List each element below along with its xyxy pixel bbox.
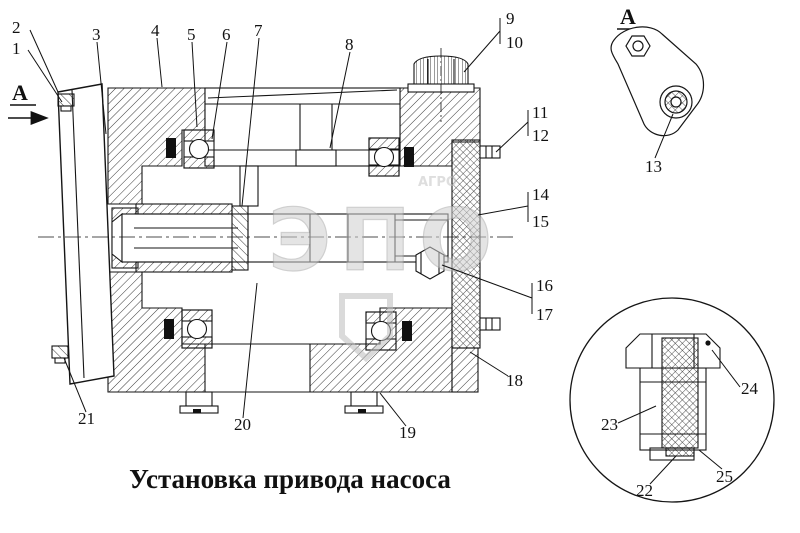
detail-a-label: А: [620, 4, 636, 29]
fitting-core-tip: [665, 447, 695, 457]
bracket-outline: [610, 26, 705, 137]
drawing-caption: Установка привода насоса: [129, 464, 451, 494]
shaft-hex-bolt: [415, 246, 445, 280]
stud-top: [479, 145, 501, 159]
bracket-port: [659, 85, 693, 119]
bearing-top-right: [368, 137, 400, 177]
callout-3: 3: [92, 25, 101, 44]
fitting-dot: [705, 340, 711, 346]
callout-18: 18: [506, 371, 523, 390]
callout-6: 6: [222, 25, 231, 44]
callout-21: 21: [78, 409, 95, 428]
callout-5: 5: [187, 25, 196, 44]
gear-hub: [239, 165, 259, 207]
callout-12: 12: [532, 126, 549, 145]
detail-circle-view: [569, 297, 775, 503]
callout-17: 17: [536, 305, 554, 324]
shaft-spline-bottom: [135, 261, 233, 273]
callout-2: 2: [12, 18, 21, 37]
shaft-collar: [231, 205, 249, 271]
bearing-top-left: [183, 129, 215, 169]
view-a-label: А: [12, 80, 28, 105]
watermark-small-text: АГРО: [418, 175, 457, 190]
callout-10: 10: [506, 33, 523, 52]
detail-view-a: А: [610, 4, 705, 137]
housing-section: [107, 87, 481, 393]
callout-23: 23: [601, 415, 618, 434]
top-hex-plug: [407, 48, 475, 122]
callout-14: 14: [532, 185, 550, 204]
callout-20: 20: [234, 415, 251, 434]
leader-lines: [27, 18, 741, 485]
callout-16: 16: [536, 276, 553, 295]
shaft-spline-top: [135, 203, 233, 215]
callout-7: 7: [254, 21, 263, 40]
callout-8: 8: [345, 35, 354, 54]
bracket-hex-nut: [625, 35, 651, 57]
mounting-feet: [179, 391, 384, 414]
callout-4: 4: [151, 21, 160, 40]
watermark: ЭПО АГРО: [267, 175, 500, 363]
callout-24: 24: [741, 379, 759, 398]
flange-bolt-top: [57, 93, 75, 112]
callout-1: 1: [12, 39, 21, 58]
watermark-text: ЭПО: [268, 191, 500, 291]
stud-bottom: [479, 317, 501, 331]
right-flange: [451, 139, 501, 349]
bearing-bottom-left: [181, 309, 213, 349]
callout-9: 9: [506, 9, 515, 28]
shaft-seals: [164, 138, 414, 341]
top-cylinder-housing: [204, 87, 401, 167]
callout-15: 15: [532, 212, 549, 231]
view-a-arrow: А: [8, 80, 49, 125]
flange-bolt-bottom: [51, 345, 69, 364]
callout-25: 25: [716, 467, 733, 486]
callout-22: 22: [636, 481, 653, 500]
callout-11: 11: [532, 103, 548, 122]
housing-hatch-corner: [451, 347, 479, 393]
watermark-shield: [339, 293, 393, 363]
fitting-core: [661, 337, 699, 449]
cylinder-port: [295, 149, 337, 167]
callout-13: 13: [645, 157, 662, 176]
callout-19: 19: [399, 423, 416, 442]
main-assembly-drawing: [38, 48, 515, 414]
callout-labels: 2 1 3 4 5 6 7 8 9 10 11 12 13 14 15 16 1…: [12, 9, 759, 500]
